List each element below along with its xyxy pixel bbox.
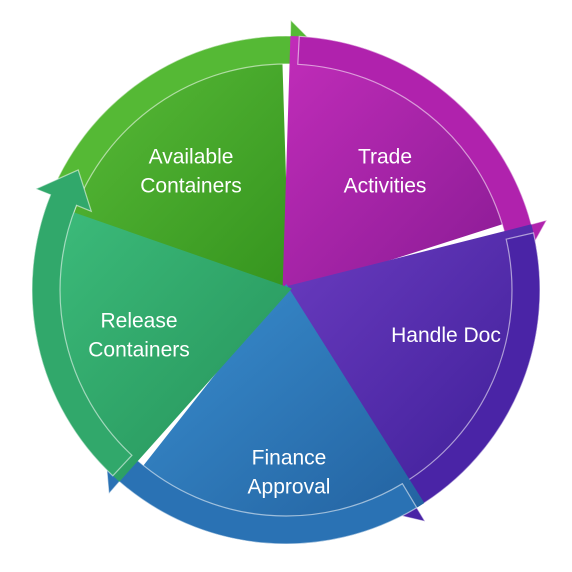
- segment-label-line: Activities: [344, 175, 427, 198]
- cycle-segment: [31, 203, 292, 482]
- segment-label-line: Available: [149, 146, 234, 169]
- cycle-segment: [282, 36, 529, 295]
- segment-label-line: Approval: [248, 476, 331, 499]
- segment-label-line: Containers: [88, 339, 190, 362]
- segment-label-line: Containers: [140, 175, 242, 198]
- segment-label-line: Trade: [358, 146, 412, 169]
- segment-label: Handle Doc: [391, 324, 501, 347]
- segment-label-line: Handle Doc: [391, 324, 501, 347]
- cycle-arrow: [104, 446, 418, 545]
- cycle-segment: [126, 284, 425, 544]
- cycle-arrow: [31, 169, 133, 477]
- segment-label-line: Release: [100, 310, 177, 333]
- segment-label-line: Finance: [252, 447, 327, 470]
